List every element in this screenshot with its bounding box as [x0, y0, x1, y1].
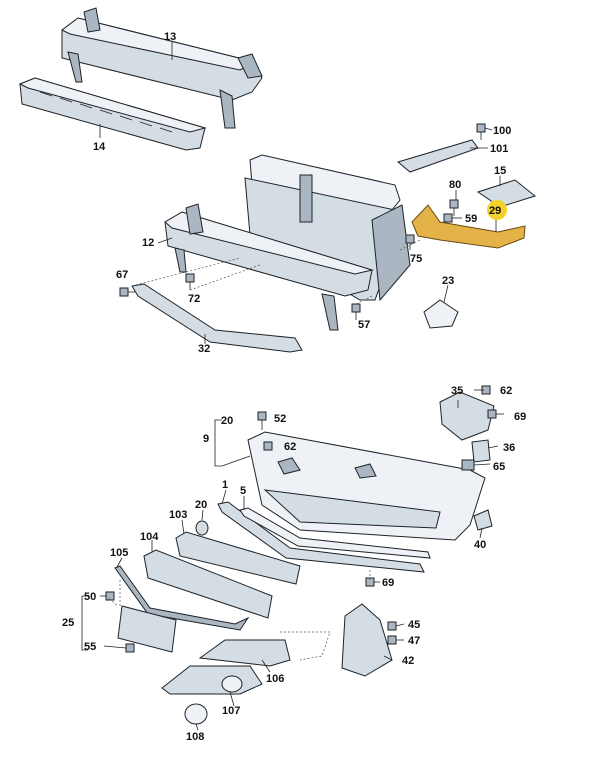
part-106-fog-cover: [198, 639, 291, 667]
callout-20b: 20: [195, 499, 207, 511]
callout-29: 29: [489, 205, 501, 217]
part-9-bumper-cover: [247, 431, 486, 541]
callout-100: 100: [493, 125, 511, 137]
callout-12: 12: [142, 237, 154, 249]
callout-1: 1: [222, 479, 228, 491]
callout-32: 32: [198, 343, 210, 355]
callout-80: 80: [449, 179, 461, 191]
callout-101: 101: [490, 143, 508, 155]
callout-103: 103: [169, 509, 187, 521]
part-47-clip: [387, 635, 397, 645]
callout-69a: 69: [514, 411, 526, 423]
part-36-cover: [471, 439, 491, 463]
callout-104: 104: [140, 531, 159, 543]
part-29-mounting-bracket: [411, 204, 526, 249]
part-104-lower-grille: [143, 549, 273, 619]
bracket-9-20: [214, 419, 251, 467]
part-1-strip: [217, 501, 425, 573]
callout-62a: 62: [500, 385, 512, 397]
part-100-bolt: [476, 123, 486, 140]
part-80-bolt: [449, 199, 459, 216]
part-13-impact-beam: [61, 7, 263, 129]
part-67-bolt: [119, 287, 136, 297]
callout-47: 47: [408, 635, 420, 647]
bracket-25: [81, 595, 88, 651]
part-55-bolt: [125, 643, 135, 653]
part-50-bolt: [105, 591, 115, 601]
part-72-bolt: [185, 273, 195, 290]
callout-106: 106: [266, 673, 284, 685]
part-62-clip-left: [263, 441, 273, 451]
part-59-bolt: [443, 213, 453, 223]
callout-105: 105: [110, 547, 128, 559]
part-12-lower-beam: [164, 203, 374, 331]
part-42-air-guide: [341, 603, 393, 677]
callout-35: 35: [451, 385, 463, 397]
part-57-bolt: [351, 303, 361, 320]
part-65-clip: [461, 459, 475, 471]
part-15-plate: [476, 179, 537, 208]
callout-50: 50: [84, 591, 96, 603]
part-52-bolt: [257, 411, 267, 430]
callout-15: 15: [494, 165, 506, 177]
callout-69b: 69: [382, 577, 394, 589]
callout-5: 5: [240, 485, 246, 497]
callout-20a: 20: [221, 415, 233, 427]
callout-9: 9: [203, 433, 209, 445]
callout-75: 75: [410, 253, 422, 265]
part-108-ring: [184, 703, 208, 725]
part-40-trim: [473, 509, 493, 531]
part-32-trim-strip: [131, 283, 303, 353]
callout-45: 45: [408, 619, 420, 631]
highlight-badge: [487, 200, 507, 220]
callout-14: 14: [93, 141, 106, 153]
callout-57: 57: [358, 319, 370, 331]
callout-36: 36: [503, 442, 515, 454]
callout-72: 72: [188, 293, 200, 305]
callout-52: 52: [274, 413, 286, 425]
callout-107: 107: [222, 705, 240, 717]
part-103-upper-grille: [175, 531, 301, 585]
lower-leaders: [100, 389, 504, 731]
part-107-fog-cover-round: [161, 665, 263, 695]
callout-40: 40: [474, 539, 486, 551]
upper-leaders: [99, 42, 501, 344]
part-35-side-bracket: [439, 391, 495, 441]
callout-labels: 13 14 100 101 15 80 29 59 12 75 67 72 23…: [62, 31, 526, 743]
part-69-screw-upper: [487, 409, 497, 419]
part-75-bolt: [405, 234, 415, 250]
part-23-cover-cap: [423, 299, 459, 329]
license-plate-holder: [117, 605, 177, 653]
callout-108: 108: [186, 731, 204, 743]
callout-25: 25: [62, 617, 74, 629]
callout-59: 59: [465, 213, 477, 225]
part-101-bracket: [396, 139, 479, 173]
callout-62b: 62: [284, 441, 296, 453]
part-5-strip: [239, 507, 431, 559]
callout-23: 23: [442, 275, 454, 287]
callout-67: 67: [116, 269, 128, 281]
callout-42: 42: [402, 655, 414, 667]
part-45-clip: [387, 621, 397, 631]
part-14-energy-absorber: [18, 77, 207, 151]
callout-55: 55: [84, 641, 96, 653]
callout-13: 13: [164, 31, 176, 43]
part-20-plug: [195, 520, 209, 536]
callout-65: 65: [493, 461, 505, 473]
